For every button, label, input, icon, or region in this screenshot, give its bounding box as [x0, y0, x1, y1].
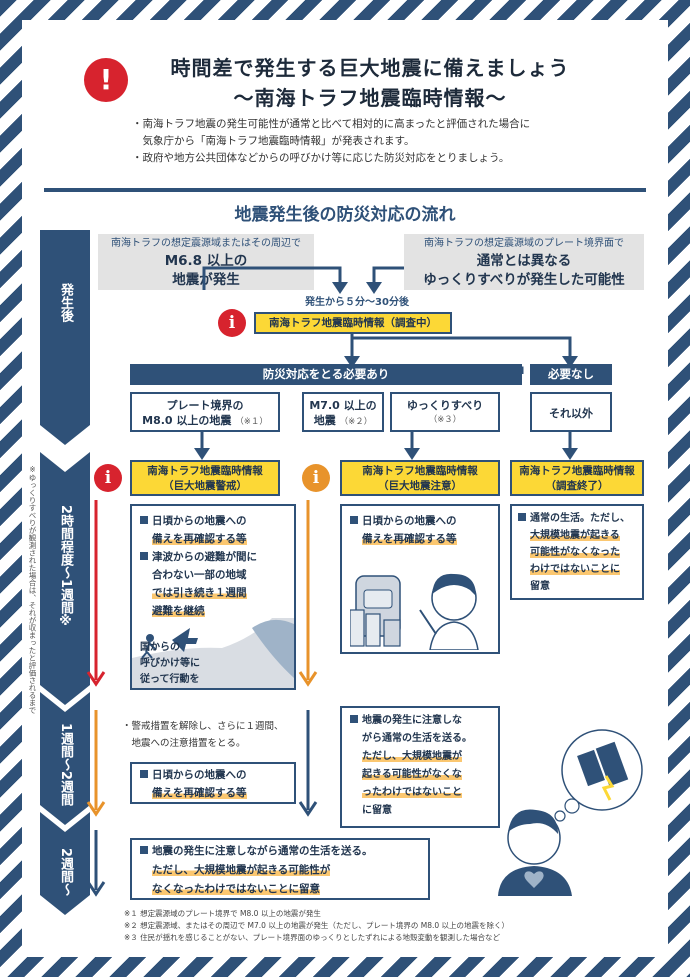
week3-normal-life-card: 地震の発生に注意しながら通常の生活を送る。 ただし、大規模地震が起きる可能性が … [130, 838, 430, 900]
intro-line: ・南海トラフ地震の発生可能性が通常と比べて相対的に高まったと評価された場合に [132, 118, 531, 130]
section-title: 地震発生後の防災対応の流れ [234, 205, 456, 225]
page-subtitle: 〜南海トラフ地震臨時情報〜 [233, 86, 507, 110]
intro-line: 気象庁から「南海トラフ地震臨時情報」が発表されます。 [132, 135, 415, 147]
warning-actions-card: 日頃からの地震への 備えを再確認する等 津波からの避難が間に 合わない一部の地域… [130, 504, 296, 690]
week2-normal-life-card: 地震の発生に注意しな がら通常の生活を送る。 ただし、大規模地震が 起きる可能性… [340, 706, 500, 828]
footnotes: ※１ 想定震源域のプレート境界で M8.0 以上の地震が発生 ※２ 想定震源域、… [124, 908, 664, 944]
info-major-warning: 南海トラフ地震臨時情報 （巨大地震警戒） [130, 460, 280, 496]
trigger-earthquake: 南海トラフの想定震源域またはその周辺で M6.8 以上の 地震が発生 [98, 234, 314, 290]
time-label: 発生から５分〜30分後 [305, 297, 409, 308]
bar-response-needed: 防災対応をとる必要あり [130, 364, 522, 385]
phase-1w-2w: 1週間〜2週間 [58, 722, 73, 807]
phase2-arrow [40, 450, 90, 470]
intro-line: ・政府や地方公共団体などからの呼びかけ等に応じた防災対応をとりましょう。 [132, 152, 510, 164]
timeline-shapes [40, 230, 90, 915]
gov-instruction: 国からの 呼びかけ等に 従って行動を [140, 642, 200, 685]
intro-text: ・南海トラフ地震の発生可能性が通常と比べて相対的に高まったと評価された場合に 気… [132, 116, 652, 167]
case-m7: M7.0 以上の 地震 （※２） [302, 392, 384, 432]
lift-warning-text: ・警戒措置を解除し、さらに１週間、 地震への注意措置をとる。 [122, 721, 284, 749]
footnote-1: ※１ 想定震源域のプレート境界で M8.0 以上の地震が発生 [124, 909, 321, 918]
phase4-shape [40, 812, 90, 915]
phase-2w: 2週間〜 [58, 847, 73, 897]
info-investigating: 南海トラフ地震臨時情報（調査中） [254, 312, 452, 334]
case-slow-slip: ゆっくりすべり （※３） [390, 392, 500, 432]
case-other: それ以外 [530, 392, 612, 432]
info-icon: i [218, 309, 246, 337]
flow-arrows [86, 266, 578, 897]
divider [44, 188, 646, 192]
alert-icon: ! [84, 58, 128, 102]
phase1-arrow [40, 230, 90, 445]
phase2-shape [40, 452, 90, 705]
tsunami-illustration [132, 618, 294, 688]
person-thinking-illustration [498, 729, 643, 896]
phase-after: 発生後 [58, 282, 73, 322]
side-note: ※ゆっくりすべりが観測された場合は、それが収まったと評価されるまで [28, 465, 37, 714]
info-major-caution: 南海トラフ地震臨時情報 （巨大地震注意） [340, 460, 500, 496]
info-survey-end: 南海トラフ地震臨時情報 （調査終了） [510, 460, 644, 496]
phase-2h-1w: 2時間程度〜1週間※ [58, 504, 73, 630]
footnote-2: ※２ 想定震源域、またはその周辺で M7.0 以上の地震が発生（ただし、プレート… [124, 921, 509, 930]
footnote-3: ※３ 住民が揺れを感じることがない、プレート境界面のゆっくりとしたずれによる地殻… [124, 933, 500, 942]
page-title: 時間差で発生する巨大地震に備えましょう [170, 56, 570, 80]
case-m8: プレート境界の M8.0 以上の地震 （※１） [130, 392, 280, 432]
poster: ! 時間差で発生する巨大地震に備えましょう 〜南海トラフ地震臨時情報〜 ・南海ト… [22, 20, 668, 957]
emergency-supplies-illustration [350, 573, 479, 650]
bar-not-needed: 必要なし [530, 364, 612, 385]
phase3-shape [40, 692, 90, 825]
week2-caution-card: 日頃からの地震への 備えを再確認する等 [130, 762, 296, 804]
survey-end-card: 通常の生活。ただし、 大規模地震が起きる 可能性がなくなった わけではないことに… [510, 504, 644, 600]
trigger-slow-slip: 南海トラフの想定震源域のプレート境界面で 通常とは異なる ゆっくりすべりが発生し… [404, 234, 644, 290]
caution-actions-card: 日頃からの地震への 備えを再確認する等 [340, 504, 500, 654]
info-icon: i [94, 464, 122, 492]
info-icon: i [302, 464, 330, 492]
